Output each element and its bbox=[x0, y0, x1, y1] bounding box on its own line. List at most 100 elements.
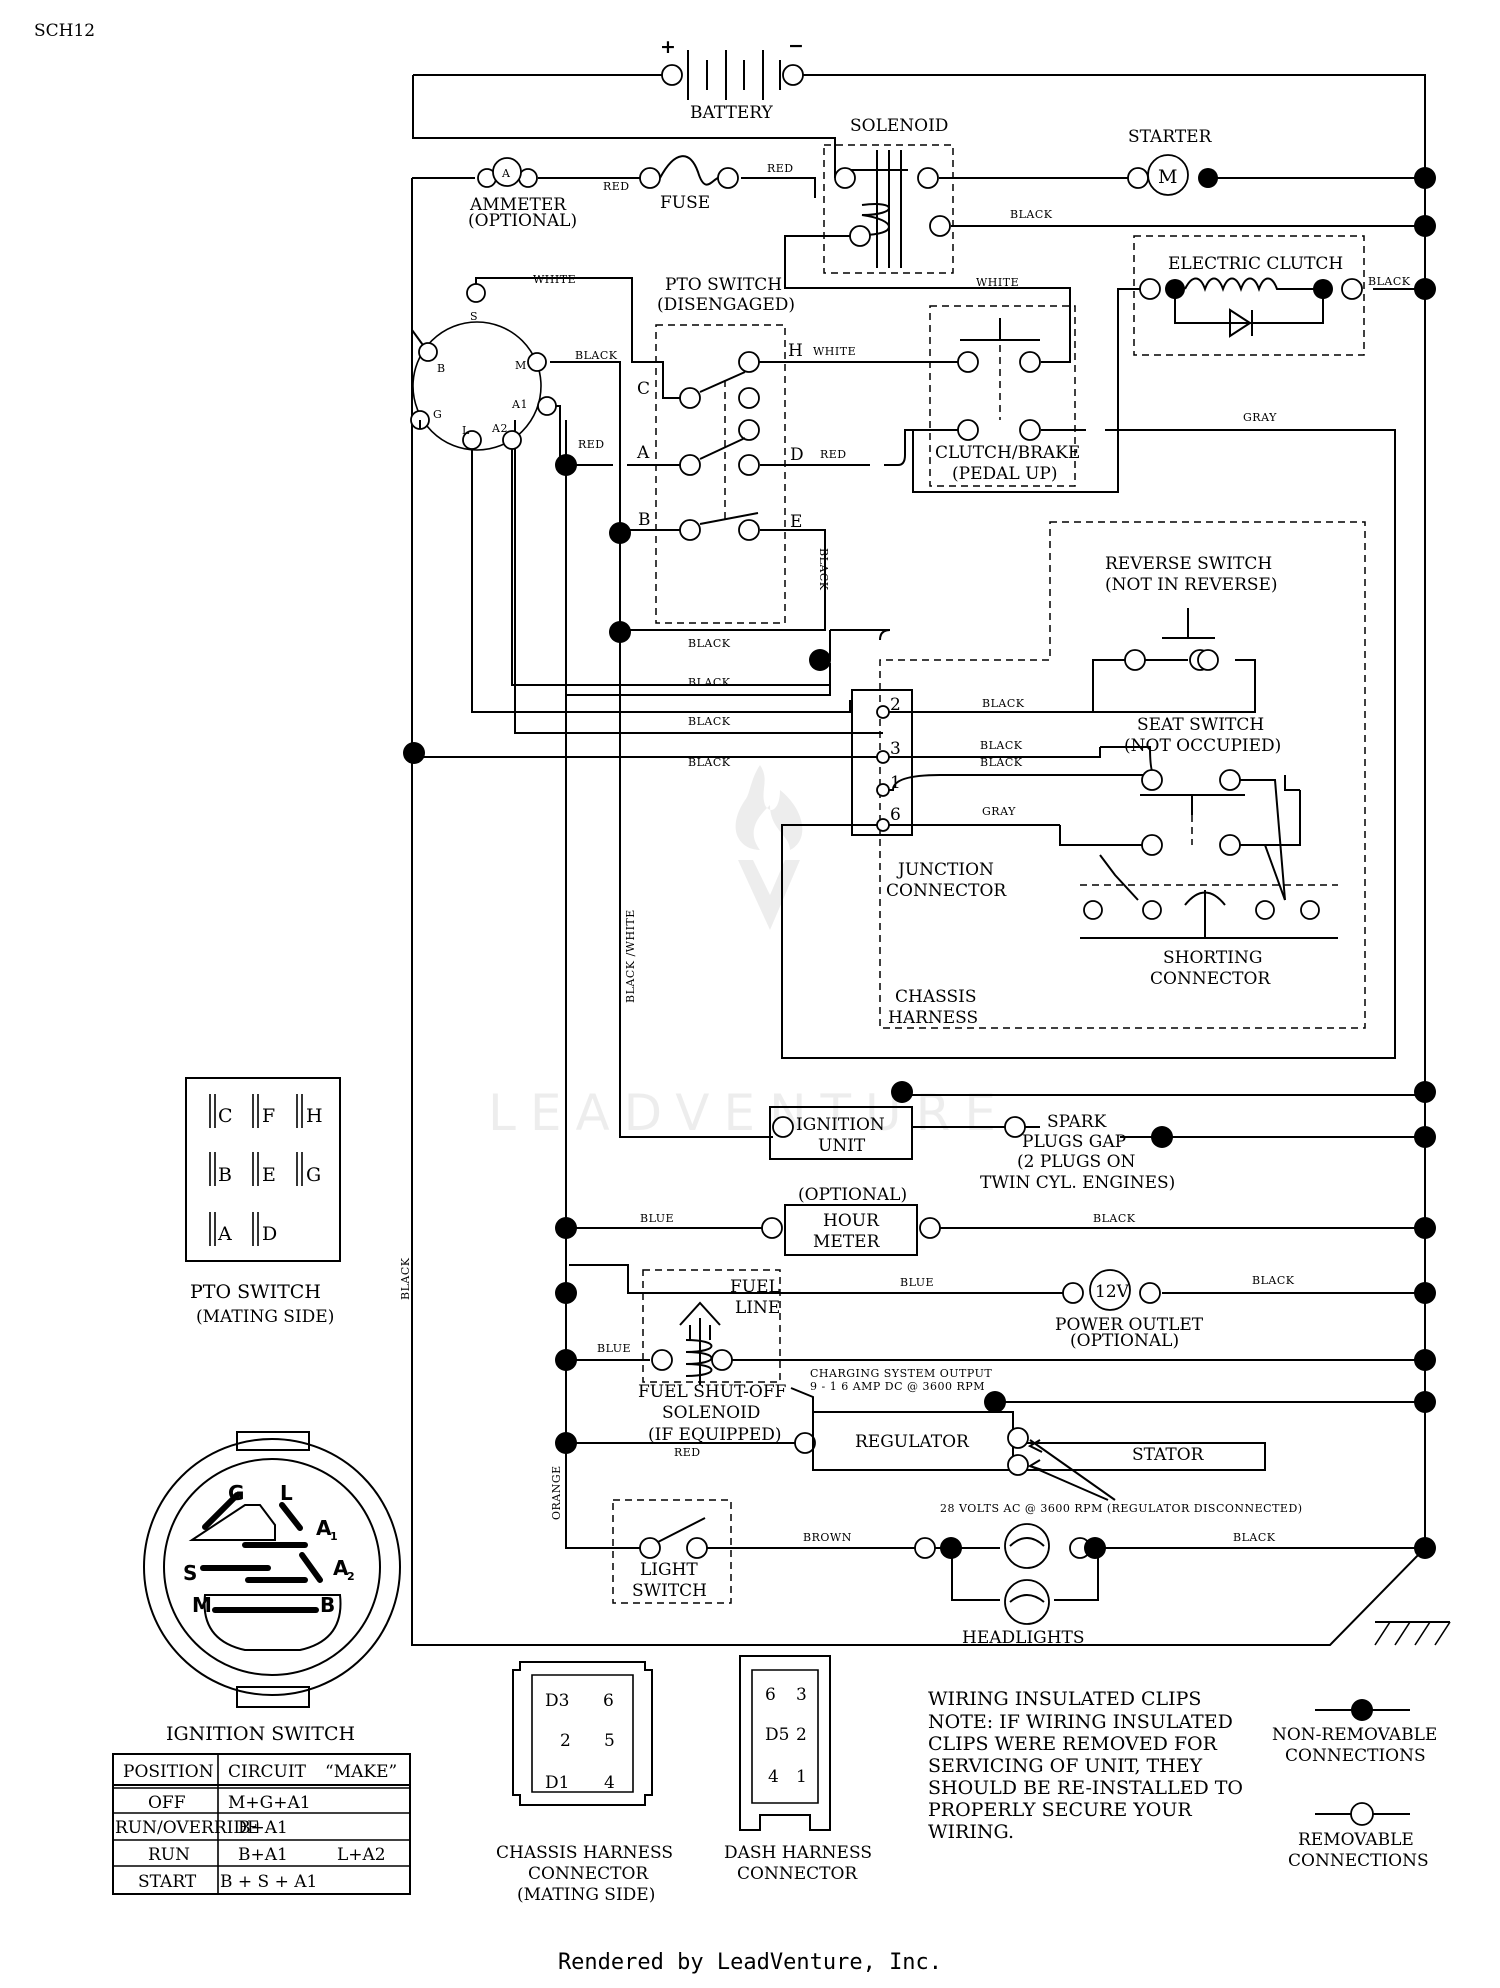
wire-label-black-1: BLACK bbox=[688, 637, 731, 650]
table-header-make: “MAKE” bbox=[325, 1762, 397, 1782]
ammeter: A AMMETER (OPTIONAL) bbox=[468, 157, 577, 231]
power-outlet-label: POWER OUTLET bbox=[1055, 1315, 1204, 1335]
chassis-harness-sub-label: HARNESS bbox=[888, 1008, 978, 1028]
chassis-pin-6: 6 bbox=[603, 1691, 614, 1711]
shorting-connector-sub-label: CONNECTOR bbox=[1150, 969, 1271, 989]
fuel-line-label: FUEL bbox=[730, 1277, 780, 1297]
pto-mating-b: B bbox=[218, 1164, 232, 1186]
legend-removable: REMOVABLE bbox=[1298, 1830, 1414, 1850]
wire-label-black-jc1: BLACK bbox=[980, 756, 1023, 769]
pto-terminal-h: H bbox=[788, 341, 803, 361]
stator-label: STATOR bbox=[1132, 1445, 1205, 1465]
ign-face-l: L bbox=[280, 1481, 293, 1505]
reverse-switch-state-label: (NOT IN REVERSE) bbox=[1105, 575, 1278, 595]
wire-label-black-left: BLACK bbox=[399, 1257, 412, 1300]
hour-meter-optional: (OPTIONAL) bbox=[798, 1185, 907, 1205]
note-line-3: CLIPS WERE REMOVED FOR bbox=[928, 1733, 1218, 1755]
legend-removable-sub: CONNECTIONS bbox=[1288, 1851, 1429, 1871]
pto-mating-subtitle: (MATING SIDE) bbox=[196, 1307, 334, 1327]
wire-label-orange: ORANGE bbox=[550, 1465, 563, 1520]
ac-voltage-note: 28 VOLTS AC @ 3600 RPM (REGULATOR DISCON… bbox=[940, 1502, 1303, 1515]
ign-face-m: M bbox=[192, 1593, 212, 1617]
clutch-brake-switch: CLUTCH/BRAKE (PEDAL UP) bbox=[935, 318, 1080, 484]
chassis-pin-5: 5 bbox=[604, 1731, 615, 1751]
ignition-unit: IGNITION UNIT bbox=[769, 1106, 1162, 1160]
seat-switch-label: SEAT SWITCH bbox=[1137, 715, 1264, 735]
starter-label: STARTER bbox=[1128, 127, 1213, 147]
wire-color-labels: RED RED BLACK WHITE WHITE BLACK BLACK WH… bbox=[399, 162, 1411, 1544]
pto-mating-f: F bbox=[262, 1105, 275, 1127]
power-outlet-symbol: 12V bbox=[1095, 1282, 1130, 1302]
wire-label-white-ign: WHITE bbox=[533, 273, 576, 286]
electric-clutch-label: ELECTRIC CLUTCH bbox=[1168, 254, 1343, 274]
ign-face-b: B bbox=[320, 1593, 335, 1617]
spark-label-1: SPARK bbox=[1047, 1112, 1107, 1132]
wire-label-black-2: BLACK bbox=[688, 676, 731, 689]
wire-label-red-reg: RED bbox=[674, 1446, 701, 1459]
wire-label-white-h: WHITE bbox=[813, 345, 856, 358]
solenoid: SOLENOID bbox=[834, 116, 951, 268]
note-line-1: WIRING INSULATED CLIPS bbox=[928, 1688, 1201, 1710]
pto-mating-a: A bbox=[217, 1223, 232, 1245]
spark-label-4: TWIN CYL. ENGINES) bbox=[980, 1173, 1175, 1193]
wire-label-red-fuse: RED bbox=[767, 162, 794, 175]
wire-label-blue-hour: BLUE bbox=[640, 1212, 674, 1225]
fuel-solenoid-label: FUEL SHUT-OFF bbox=[638, 1382, 787, 1402]
seat-switch: SEAT SWITCH (NOT OCCUPIED) bbox=[1100, 715, 1286, 901]
legend: NON-REMOVABLE CONNECTIONS REMOVABLE CONN… bbox=[1272, 1699, 1437, 1871]
fuel-line-sub-label: LINE bbox=[735, 1298, 780, 1318]
note-line-4: SERVICING OF UNIT, THEY bbox=[928, 1755, 1203, 1777]
wire-label-black-clutch: BLACK bbox=[1368, 275, 1411, 288]
ignition-switch-title: IGNITION SWITCH bbox=[166, 1723, 355, 1745]
junction-connector: 2 3 1 6 JUNCTION CONNECTOR CHASSIS HARNE… bbox=[851, 689, 1007, 1028]
junction-connector-label: JUNCTION bbox=[896, 860, 994, 880]
battery-label: BATTERY bbox=[690, 103, 774, 123]
battery-positive-label: + bbox=[660, 36, 676, 58]
wire-label-black-white: BLACK /WHITE bbox=[624, 909, 637, 1003]
wire-label-red-a1: RED bbox=[578, 438, 605, 451]
electric-clutch: ELECTRIC CLUTCH bbox=[1139, 254, 1363, 338]
ign-terminal-b: B bbox=[437, 362, 446, 375]
pto-mating-g: G bbox=[306, 1164, 321, 1186]
wire-label-red-ammeter: RED bbox=[603, 180, 630, 193]
chassis-connector-sub: CONNECTOR bbox=[528, 1864, 649, 1884]
chassis-pin-d1: D1 bbox=[545, 1773, 569, 1793]
table-row-run-position: RUN bbox=[148, 1845, 190, 1865]
starter: STARTER M bbox=[1127, 127, 1218, 196]
battery-negative-label: − bbox=[788, 35, 804, 57]
wire-label-brown: BROWN bbox=[803, 1531, 852, 1544]
wire-label-blue-outlet: BLUE bbox=[900, 1276, 934, 1289]
power-outlet: 12V POWER OUTLET (OPTIONAL) bbox=[1055, 1269, 1204, 1351]
hour-meter-sub-label: METER bbox=[813, 1232, 881, 1252]
junction-pin-3: 3 bbox=[890, 739, 901, 759]
fuel-solenoid-sub-label: SOLENOID bbox=[662, 1403, 760, 1423]
table-row-off-position: OFF bbox=[148, 1793, 186, 1813]
ign-face-a2-sub: 2 bbox=[347, 1570, 355, 1583]
table-header-position: POSITION bbox=[123, 1762, 214, 1782]
ign-face-a1: A bbox=[316, 1516, 332, 1540]
pto-terminal-e: E bbox=[790, 512, 802, 532]
dash-connector-title: DASH HARNESS bbox=[724, 1843, 872, 1863]
ammeter-optional-label: (OPTIONAL) bbox=[468, 211, 577, 231]
wire-label-black-jc3: BLACK bbox=[980, 739, 1023, 752]
battery: + − BATTERY bbox=[660, 35, 804, 123]
dash-pin-2: 2 bbox=[796, 1725, 807, 1745]
fuel-solenoid: FUEL LINE FUEL SHUT-OFF SOLENOID (IF EQU… bbox=[638, 1277, 787, 1445]
fuse-label: FUSE bbox=[660, 193, 710, 213]
chassis-harness-label: CHASSIS bbox=[895, 987, 976, 1007]
chassis-harness-connector: D3 6 2 5 D1 4 CHASSIS HARNESS CONNECTOR … bbox=[496, 1661, 673, 1905]
ignition-unit-label: IGNITION bbox=[796, 1115, 885, 1135]
hour-meter-label: HOUR bbox=[823, 1211, 880, 1231]
ign-terminal-a1: A1 bbox=[511, 398, 528, 411]
charging-output-spec: 9 - 1 6 AMP DC @ 3600 RPM bbox=[810, 1380, 985, 1393]
wires bbox=[411, 74, 1451, 1646]
footer-credit: Rendered by LeadVenture, Inc. bbox=[557, 1950, 943, 1975]
ign-face-a1-sub: 1 bbox=[330, 1530, 338, 1543]
note-line-2: NOTE: IF WIRING INSULATED bbox=[928, 1711, 1233, 1733]
hour-meter: (OPTIONAL) HOUR METER bbox=[761, 1185, 941, 1256]
fuel-solenoid-equipped-label: (IF EQUIPPED) bbox=[648, 1425, 782, 1445]
pto-switch-label: PTO SWITCH bbox=[665, 275, 782, 295]
table-row-start-circuit: B + S + A1 bbox=[220, 1872, 317, 1892]
ammeter-label: AMMETER bbox=[469, 195, 567, 215]
wire-label-black-outlet: BLACK bbox=[1252, 1274, 1295, 1287]
